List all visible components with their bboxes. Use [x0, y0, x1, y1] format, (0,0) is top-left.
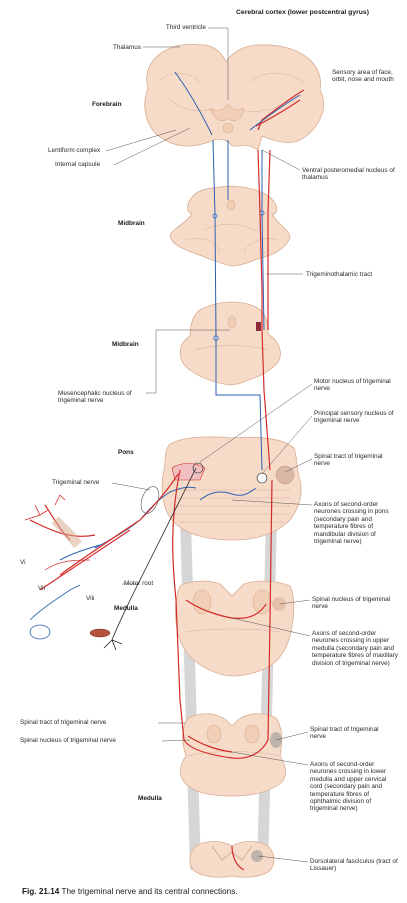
figure-number: Fig. 21.14	[22, 887, 60, 896]
vii-label: Vii	[38, 585, 45, 592]
trigeminothalamic-label: Trigeminothalamic tract	[306, 271, 373, 278]
sensory-area-label: Sensory area of face, orbit, nose and mo…	[332, 69, 394, 84]
midbrain-label-upper: Midbrain	[118, 220, 145, 227]
blue-cortical-radiation	[249, 94, 301, 131]
principal-sensory-label: Principal sensory nucleus of trigeminal …	[314, 410, 394, 425]
figure-caption-text: The trigeminal nerve and its central con…	[61, 887, 238, 896]
pons-label: Pons	[118, 449, 134, 456]
midbrain-section-lower	[179, 301, 281, 386]
peripheral-branches	[24, 486, 160, 640]
medulla-label-lower: Medulla	[138, 795, 162, 802]
medulla-section-upper	[175, 580, 295, 677]
spinal-tract-columns	[180, 520, 277, 870]
red-cortical-radiation	[257, 89, 305, 131]
axons-pons-label: Axons of second-order neurones crossing …	[314, 501, 389, 546]
leader-lines	[105, 27, 313, 863]
blue-cortical-radiation-left	[174, 71, 213, 136]
third-ventricle-label: Third ventricle	[165, 24, 206, 31]
spinal-nucleus-mid-label: Spinal nucleus of trigeminal nerve	[312, 596, 391, 611]
vpm-label: Ventral posteromedial nucleus of thalamu…	[302, 167, 395, 182]
red-cortical-radiation-2	[255, 99, 301, 127]
figure-caption: Fig. 21.14 The trigeminal nerve and its …	[22, 887, 238, 896]
motor-nucleus-label: Motor nucleus of trigeminal nerve	[314, 378, 391, 393]
pons-section	[161, 436, 302, 541]
forebrain-label: Forebrain	[92, 101, 122, 108]
cortex-title: Cerebral cortex (lower postcentral gyrus…	[236, 9, 369, 16]
midbrain-label-lower: Midbrain	[112, 341, 139, 348]
motor-pathway	[89, 467, 197, 651]
medulla-label-upper: Medulla	[114, 605, 138, 612]
lentiform-label: Lentiform complex	[48, 147, 101, 154]
thalamus-label: Thalamus	[112, 44, 141, 51]
spinal-nucleus-left-label: Spinal nucleus of trigeminal nerve	[20, 737, 116, 744]
viii-label: Viii	[86, 595, 95, 602]
spinal-tract-right-label: Spinal tract of trigeminal nerve	[310, 726, 379, 741]
axons-lower-medulla-label: Axons of second-order neurones crossing …	[310, 761, 387, 813]
vi-label: Vi	[20, 559, 26, 566]
spinal-tract-upper-label: Spinal tract of trigeminal nerve	[314, 453, 383, 468]
midbrain-section-upper	[169, 185, 291, 267]
dorsolateral-label: Dorsolateral fasciculus (tract of Lissau…	[310, 858, 398, 873]
forebrain-section	[144, 43, 324, 151]
trigeminal-nerve-label: Trigeminal nerve	[52, 479, 100, 486]
axons-upper-medulla-label: Axons of second-order neurones crossing …	[312, 630, 398, 667]
spinal-tract-left-label: Spinal tract of trigeminal nerve	[20, 719, 107, 726]
mesencephalic-label: Mesencephalic nucleus of trigeminal nerv…	[58, 390, 132, 405]
spinal-cord-section	[189, 841, 275, 878]
motor-root-label: Motor root	[124, 580, 154, 587]
medulla-section-lower	[180, 713, 286, 797]
internal-capsule-label: Internal capsule	[55, 161, 101, 168]
